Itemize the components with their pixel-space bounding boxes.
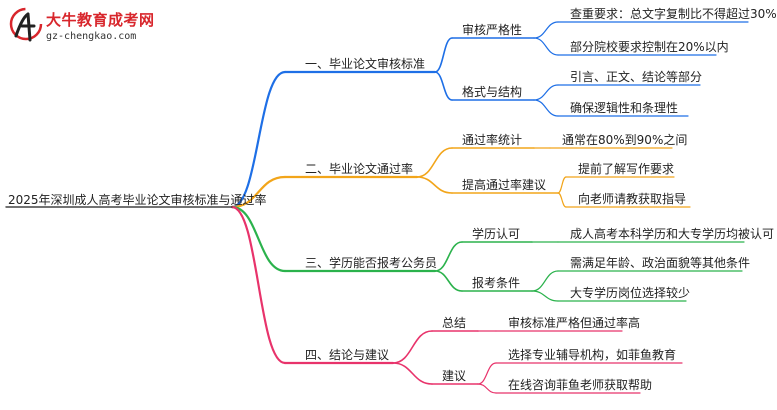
branch-3-topic-1-leaf-1: 成人高考本科学历和大专学历均被认可 [570,227,775,241]
branch-4-topic-1-leaf-1: 审核标准严格但通过率高 [508,316,641,330]
branch-4-topic-2-leaf-1: 选择专业辅导机构，如菲鱼教育 [508,348,677,362]
branch-4-topic-2-leaf-2: 在线咨询菲鱼老师获取帮助 [508,378,653,392]
site-logo[interactable]: 大牛教育成考网 gz-chengkao.com [6,6,176,50]
branch-3-topic-1: 学历认可 [472,227,521,241]
branch-1-topic-2: 格式与结构 [462,85,523,99]
logo-title: 大牛教育成考网 [46,11,155,29]
branch-3-label: 三、学历能否报考公务员 [305,256,438,270]
logo-mark-icon [9,7,43,42]
branch-1-topic-2-leaf-2: 确保逻辑性和条理性 [570,101,679,115]
branch-2-topic-2-leaf-1: 提前了解写作要求 [578,162,675,176]
mindmap-root: 2025年深圳成人高考毕业论文审核标准与通过率 [8,193,267,207]
branch-4-topic-2: 建议 [442,369,467,383]
branch-1-label: 一、毕业论文审核标准 [305,57,426,71]
branch-3-topic-2: 报考条件 [472,276,521,290]
branch-3-topic-2-leaf-1: 需满足年龄、政治面貌等其他条件 [570,256,751,270]
branch-1-topic-1-leaf-1: 查重要求：总文字复制比不得超过30% [570,7,777,21]
branch-4-topic-1: 总结 [442,316,467,330]
logo-url: gz-chengkao.com [46,31,137,42]
branch-1-topic-1: 审核严格性 [462,23,523,37]
branch-1-topic-2-leaf-1: 引言、正文、结论等部分 [570,70,703,84]
branch-1-topic-1-leaf-2: 部分院校要求控制在20%以内 [570,40,729,54]
branch-2-topic-2-leaf-2: 向老师请教获取指导 [578,192,687,206]
branch-4-label: 四、结论与建议 [305,348,390,362]
branch-2-topic-2: 提高通过率建议 [462,178,547,192]
branch-2-topic-1-leaf-1: 通常在80%到90%之间 [562,133,688,147]
branch-2-label: 二、毕业论文通过率 [305,162,414,176]
branch-2-topic-1: 通过率统计 [462,133,523,147]
mindmap-connectors [5,21,749,394]
branch-3-topic-2-leaf-2: 大专学历岗位选择较少 [570,286,691,300]
